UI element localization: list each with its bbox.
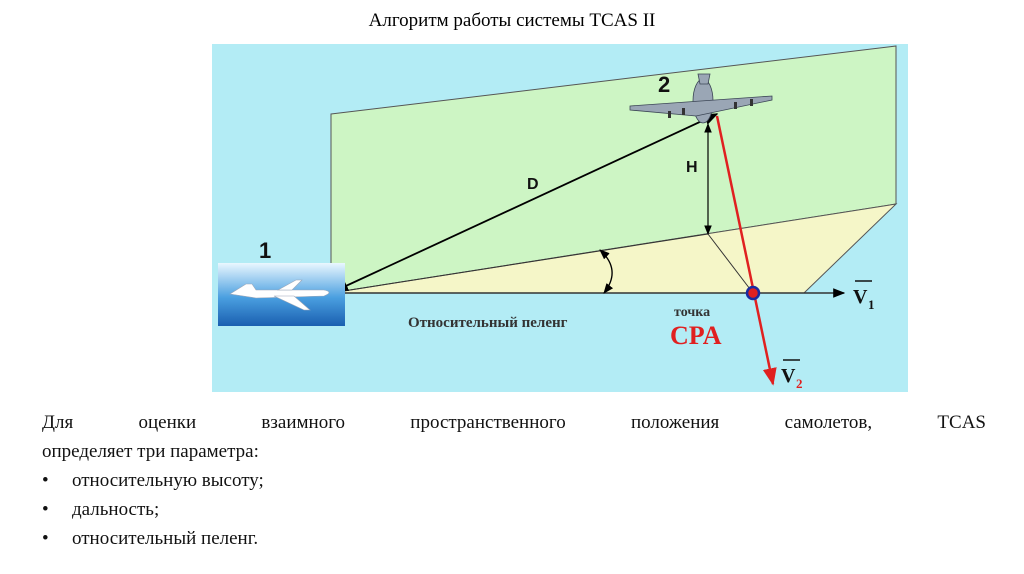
list-item-label: дальность; [72, 499, 160, 520]
label-d: D [527, 176, 539, 193]
label-h: H [686, 159, 698, 176]
v2-trajectory [715, 115, 777, 386]
list-item-label: относительную высоту; [72, 470, 264, 491]
bullet-icon: • [42, 528, 49, 549]
bullet-icon: • [42, 470, 49, 491]
list-item: • относительный пеленг. [42, 524, 986, 553]
range-vector-d [333, 113, 719, 292]
airplane-2-icon [629, 73, 773, 124]
bullet-icon: • [42, 499, 49, 520]
tcas-diagram: 1 2 D H Относительный пеленг точка CPA V… [212, 44, 908, 392]
list-item-label: относительный пеленг. [72, 528, 259, 549]
bearing-arc [599, 249, 614, 294]
svg-text:V: V [853, 286, 868, 308]
svg-text:V: V [781, 365, 796, 387]
label-v2: V 2 [781, 359, 803, 391]
label-bearing: Относительный пеленг [408, 315, 568, 331]
description-text: Для оценки взаимного пространственного п… [42, 408, 986, 553]
svg-text:1: 1 [868, 297, 875, 312]
label-cpa: CPA [670, 321, 722, 350]
intro-line-1: Для оценки взаимного пространственного п… [42, 412, 986, 433]
list-item: • относительную высоту; [42, 466, 986, 495]
label-aircraft-1: 1 [259, 238, 271, 263]
list-item: • дальность; [42, 495, 986, 524]
label-v1: V 1 [853, 280, 875, 312]
aircraft-1-image [218, 263, 345, 326]
cpa-point [745, 285, 761, 301]
airplane-1-icon [229, 279, 330, 311]
intro-line-2: определяет три параметра: [42, 441, 259, 462]
slide-title: Алгоритм работы системы TCAS II [368, 10, 656, 31]
svg-text:2: 2 [796, 376, 803, 391]
label-aircraft-2: 2 [658, 72, 670, 97]
label-point: точка [674, 305, 710, 320]
